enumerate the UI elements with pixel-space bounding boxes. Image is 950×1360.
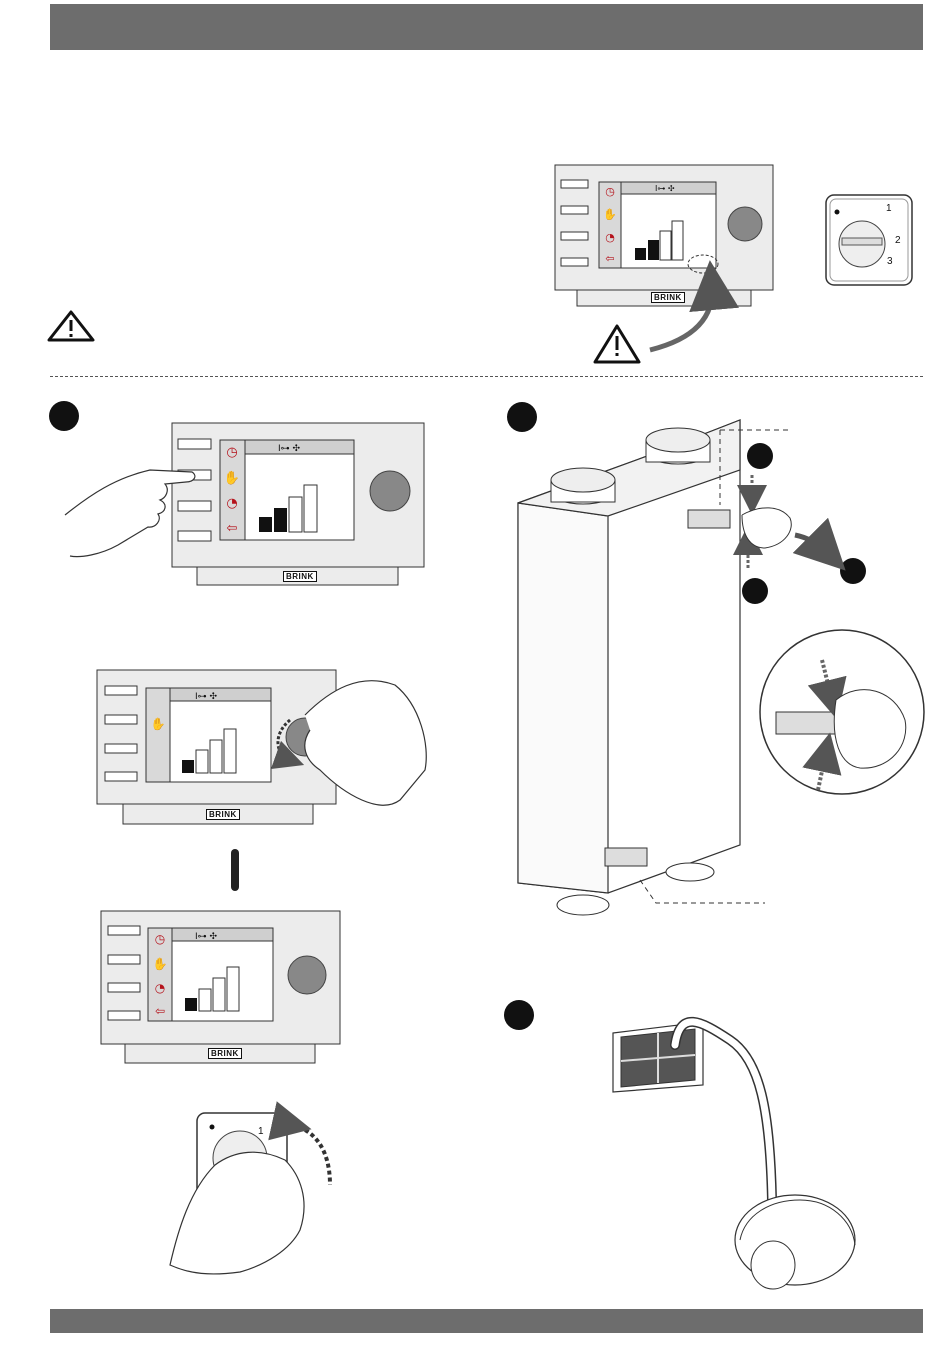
svg-text:✋: ✋ [224,470,240,486]
callout-line-bottom [640,880,765,903]
svg-text:⇦: ⇦ [227,521,238,536]
sequence-connector [231,849,239,891]
vacuum-cleaner [735,1195,855,1289]
detail-zoom-circle [760,630,924,794]
svg-text:✋: ✋ [603,208,617,221]
filter-panel [613,1022,703,1092]
control-panel-3: ◷ ✋ ◔ ⇦ I⊶ ✣ [101,911,340,1063]
svg-text:◔: ◔ [605,231,615,244]
hand-on-dial [170,1152,304,1274]
sub-step-c-marker [840,558,866,584]
svg-text:⇦: ⇦ [155,1004,165,1018]
svg-text:I⊶ ✣: I⊶ ✣ [195,932,218,942]
warning-icon [49,312,93,340]
sub-step-a-marker [747,443,773,469]
brand-logo: BRINK [651,292,685,303]
dial-label-1: 1 [886,203,892,214]
svg-text:◷: ◷ [605,185,615,198]
svg-text:✋: ✋ [153,957,168,971]
svg-text:◷: ◷ [155,932,166,946]
svg-text:◔: ◔ [226,496,237,511]
brand-logo: BRINK [206,809,240,820]
svg-text:◷: ◷ [226,445,237,460]
control-panel-1: ◷ ✋ ◔ ⇦ I⊶ ✣ [172,423,424,585]
sub-step-b-marker [742,578,768,604]
step-3-marker [504,1000,534,1030]
svg-text:✋: ✋ [151,717,166,731]
dial-label-3: 3 [887,256,893,267]
svg-text:I⊶ ✣: I⊶ ✣ [278,444,301,454]
pull-arrow [795,535,828,553]
svg-text:I⊶ ✣: I⊶ ✣ [195,692,218,702]
ventilation-unit [518,420,740,915]
dial-label-1-bottom: 1 [258,1126,264,1137]
rotate-arrow-dial [292,1125,330,1185]
step-2-marker [507,402,537,432]
brand-logo: BRINK [283,571,317,582]
warning-icon [595,326,639,362]
control-panel-top: ◷ ✋ ◔ ⇦ I⊶ ✣ [555,165,773,306]
svg-text:◔: ◔ [155,981,165,995]
brand-logo: BRINK [208,1048,242,1059]
svg-text:I⊶ ✣: I⊶ ✣ [655,184,675,193]
svg-text:⇦: ⇦ [605,252,614,265]
control-panel-2: ✋ I⊶ ✣ [97,670,336,824]
step-1-marker [49,401,79,431]
dial-label-2: 2 [895,235,901,246]
